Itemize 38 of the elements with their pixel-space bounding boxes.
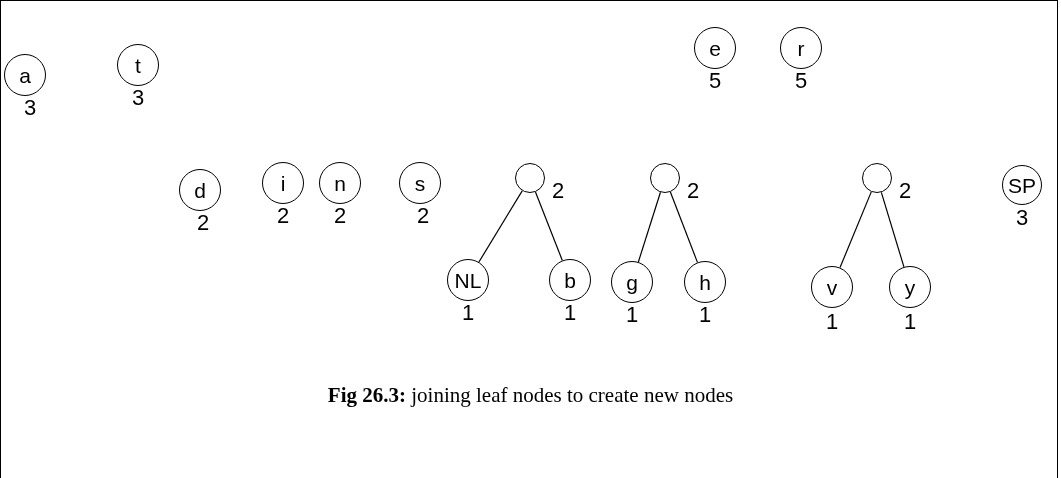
node-label: a	[19, 64, 31, 86]
node-label: n	[334, 172, 346, 194]
frequency-number: 2	[898, 180, 912, 202]
frequency-number: 2	[276, 205, 290, 227]
frequency-number: 5	[708, 70, 722, 92]
frequency-number: 1	[461, 302, 475, 324]
frequency-number: 5	[794, 70, 808, 92]
frequency-number: 1	[698, 304, 712, 326]
node-label: d	[194, 179, 206, 201]
node-label: g	[626, 271, 638, 293]
node-label: t	[135, 54, 141, 76]
node-label: y	[904, 276, 916, 298]
connector-line	[478, 190, 523, 263]
node-label: i	[280, 172, 286, 194]
frequency-number: 2	[686, 180, 700, 202]
connector-line	[637, 191, 662, 263]
figure-caption: Fig 26.3: joining leaf nodes to create new nodes	[326, 382, 735, 409]
frequency-number: 1	[903, 311, 917, 333]
connector-line	[880, 191, 905, 268]
node-label: b	[564, 269, 576, 291]
frequency-number: 2	[333, 205, 347, 227]
connector-line	[669, 191, 699, 263]
frequency-number: 1	[825, 311, 839, 333]
frequency-number: 1	[625, 304, 639, 326]
frequency-number: 3	[23, 97, 37, 119]
node-label: r	[797, 37, 805, 59]
frequency-number: 2	[196, 212, 210, 234]
node-label: SP	[1008, 174, 1036, 196]
frequency-number: 3	[131, 87, 145, 109]
frequency-number: 1	[563, 302, 577, 324]
frequency-number: 2	[416, 205, 430, 227]
node-label: h	[699, 271, 711, 293]
node-label: e	[709, 37, 721, 59]
node-label: s	[414, 172, 426, 194]
frequency-number: 2	[551, 180, 565, 202]
node-label: NL	[454, 269, 482, 291]
node-label: v	[826, 276, 838, 298]
frequency-number: 3	[1015, 207, 1029, 229]
